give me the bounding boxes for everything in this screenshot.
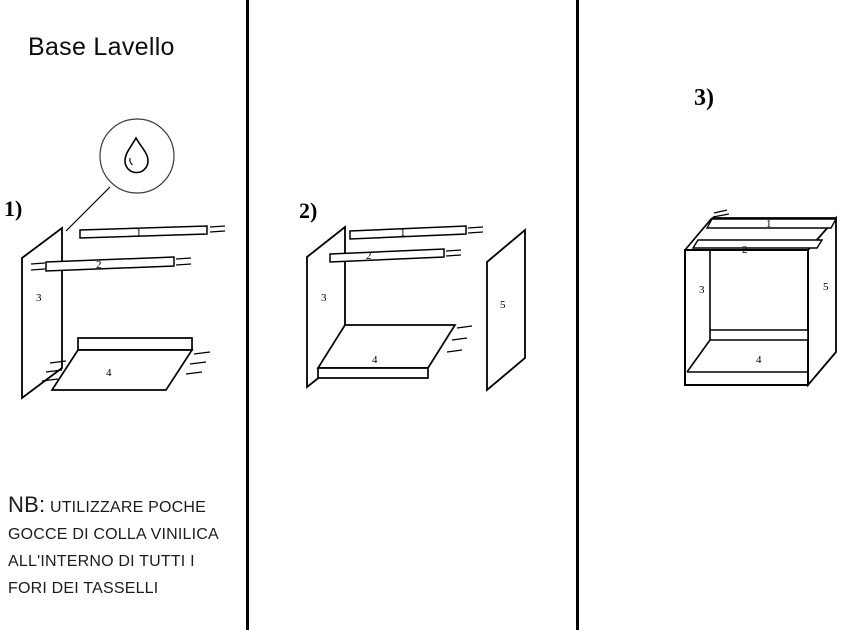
step2-rail-front-shape [329, 248, 445, 263]
step2-part-label-4: 4 [372, 354, 378, 366]
step3-back-bottom-rail-shape [709, 329, 809, 341]
step2-part-label-2: 2 [366, 250, 372, 262]
step2-rail-top-shape [349, 225, 467, 240]
step1-rail-top-shape [79, 225, 208, 239]
step3-diagram: 1 2 3 5 4 [684, 209, 838, 388]
note-line-3: ALL'INTERNO DI TUTTI I [8, 553, 195, 570]
step-1-label: 1) [4, 196, 23, 221]
step1-part-label-2: 2 [96, 259, 102, 271]
step3-part-label-4: 4 [756, 354, 762, 366]
step3-part-label-3: 3 [699, 284, 705, 296]
glue-callout-circle [99, 118, 175, 194]
note-line-2: GOCCE DI COLLA VINILICA [8, 526, 219, 543]
step1-bottom-shape [50, 349, 194, 391]
step2-part-label-3: 3 [321, 292, 327, 304]
step2-part-label-1: 1 [400, 227, 406, 239]
step1-part-label-3: 3 [36, 292, 42, 304]
step3-front-frame-shape [684, 249, 809, 386]
note-nb-prefix: NB: [8, 492, 46, 517]
panel-divider-left [246, 0, 249, 630]
step2-diagram: 1 2 3 4 5 [306, 225, 526, 392]
step1-parts [21, 225, 208, 400]
step3-bottom-left-slant [686, 339, 711, 373]
note-line-1-text: UTILIZZARE POCHE [49, 499, 207, 516]
step2-parts [306, 225, 526, 392]
step3-rail-front-shape [691, 239, 824, 249]
step1-dowel-marks [30, 225, 226, 382]
step2-part-label-5: 5 [500, 299, 506, 311]
step2-bottom-edge-shape [317, 367, 429, 379]
step-3-label: 3) [694, 85, 714, 111]
glue-drop-shine [129, 157, 133, 166]
step3-top-left-slant [684, 217, 713, 251]
step3-rail-top-shape [705, 218, 838, 229]
page-title: Base Lavello [28, 33, 175, 61]
step1-side-left-shape [21, 226, 63, 400]
step1-bottom-edge-shape [77, 337, 193, 351]
glue-drop-icon [124, 136, 149, 174]
note-line-1: NB: UTILIZZARE POCHE [8, 491, 243, 521]
step3-part-label-5: 5 [823, 281, 829, 293]
step3-part-label-1: 1 [766, 218, 772, 230]
step1-rail-front-shape [45, 256, 175, 272]
note-line-4: FORI DEI TASSELLI [8, 580, 159, 597]
step3-dowel-marks [712, 209, 730, 218]
step2-side-right-shape [486, 228, 526, 392]
step1-diagram: 1 2 3 4 [21, 118, 226, 400]
step1-part-label-1: 1 [136, 227, 142, 239]
step3-part-label-2: 2 [742, 244, 748, 256]
glue-callout [65, 118, 175, 232]
step1-part-label-4: 4 [106, 367, 112, 379]
step3-parts [684, 215, 838, 388]
glue-leader-line [65, 186, 111, 232]
glue-note: NB: UTILIZZARE POCHE GOCCE DI COLLA VINI… [8, 491, 243, 602]
panel-divider-right [576, 0, 579, 630]
step2-dowel-marks [445, 226, 484, 353]
step-2-label: 2) [299, 198, 318, 223]
